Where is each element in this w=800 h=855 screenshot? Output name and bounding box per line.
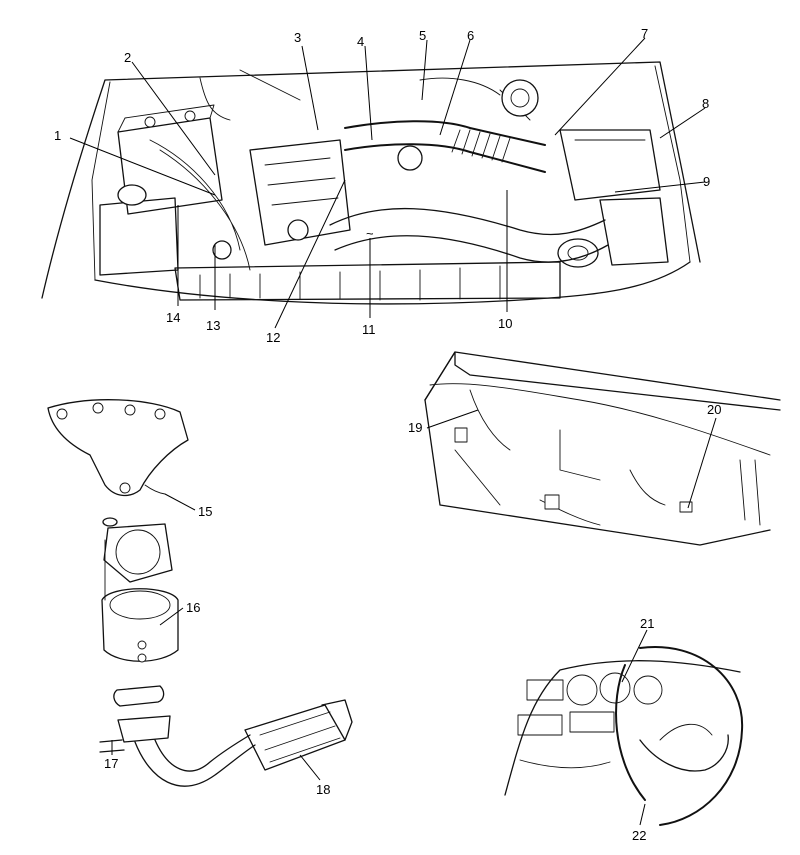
dashboard-harness-illustration <box>424 351 781 546</box>
exhaust-components-illustration <box>47 399 353 787</box>
callout-18: 18 <box>316 782 330 797</box>
callout-11: 11 <box>362 322 376 337</box>
callout-12: 12 <box>266 330 280 345</box>
callout-8: 8 <box>702 96 709 111</box>
callout-21: 21 <box>640 616 654 631</box>
callout-2: 2 <box>124 50 131 65</box>
callout-9: 9 <box>703 174 710 189</box>
callout-7: 7 <box>641 26 648 41</box>
callout-5: 5 <box>419 28 426 43</box>
callout-14: 14 <box>166 310 180 325</box>
callout-19: 19 <box>408 420 422 435</box>
callout-4: 4 <box>357 34 364 49</box>
engine-bay-illustration <box>41 61 701 305</box>
callout-leaders: ~ <box>69 37 717 826</box>
callout-1: 1 <box>54 128 61 143</box>
callout-6: 6 <box>467 28 474 43</box>
callout-labels: 1 2 3 4 5 6 7 8 9 10 11 12 13 14 15 16 1… <box>54 26 721 843</box>
callout-20: 20 <box>707 402 721 417</box>
callout-17: 17 <box>104 756 118 771</box>
svg-text:~: ~ <box>366 226 374 241</box>
callout-13: 13 <box>206 318 220 333</box>
callout-22: 22 <box>632 828 646 843</box>
callout-16: 16 <box>186 600 200 615</box>
callout-10: 10 <box>498 316 512 331</box>
callout-3: 3 <box>294 30 301 45</box>
callout-15: 15 <box>198 504 212 519</box>
instrument-panel-illustration <box>504 646 744 826</box>
